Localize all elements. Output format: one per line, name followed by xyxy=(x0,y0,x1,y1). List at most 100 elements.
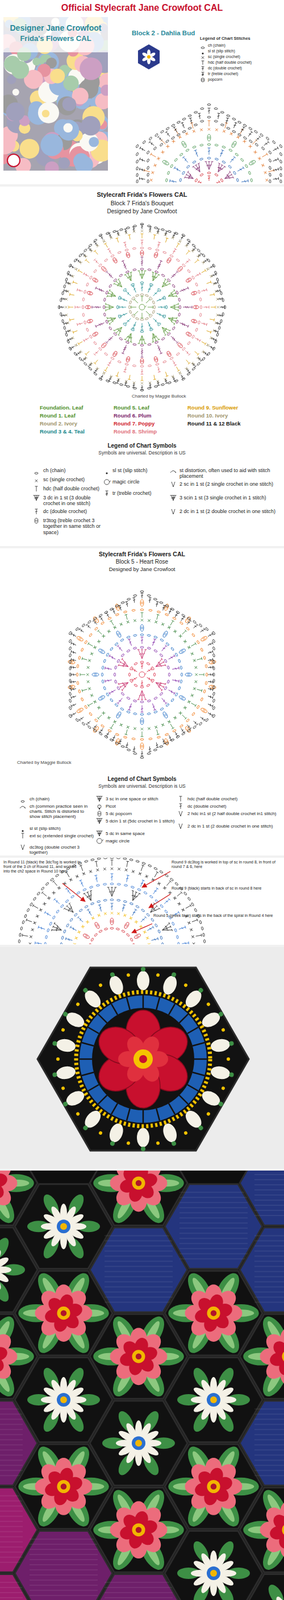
crochet-chart xyxy=(226,126,231,130)
crochet-chart xyxy=(85,351,90,354)
crochet-chart xyxy=(274,214,277,217)
crochet-chart xyxy=(149,327,154,331)
crochet-chart xyxy=(133,309,140,316)
crochet-chart xyxy=(160,241,165,245)
crochet-chart xyxy=(152,299,156,304)
crochet-chart xyxy=(195,282,199,287)
crochet-chart xyxy=(174,248,177,250)
crochet-chart xyxy=(253,220,257,225)
crochet-chart xyxy=(232,170,237,175)
crochet-chart xyxy=(135,227,140,232)
crochet-chart xyxy=(117,371,119,377)
crochet-chart xyxy=(154,237,158,242)
crochet-chart xyxy=(149,186,152,189)
crochet-chart xyxy=(233,247,236,253)
crochet-chart xyxy=(207,261,211,267)
crochet-chart xyxy=(220,261,224,265)
crochet-chart xyxy=(190,318,198,323)
crochet-chart xyxy=(180,140,187,148)
crochet-chart xyxy=(151,153,157,157)
crochet-chart xyxy=(185,148,190,152)
crochet-chart xyxy=(201,268,207,274)
crochet-chart xyxy=(132,343,137,346)
crochet-chart xyxy=(127,374,132,380)
crochet-chart xyxy=(279,152,283,157)
crochet-chart xyxy=(185,223,190,227)
crochet-chart xyxy=(177,242,180,245)
crochet-chart xyxy=(188,126,192,130)
crochet-chart xyxy=(280,179,283,183)
crochet-chart xyxy=(92,305,102,309)
crochet-chart xyxy=(171,139,175,143)
crochet-chart xyxy=(197,320,200,325)
crochet-chart xyxy=(165,130,171,137)
crochet-chart xyxy=(128,357,129,361)
crochet-chart xyxy=(224,122,227,129)
crochet-chart xyxy=(200,119,204,123)
crochet-chart xyxy=(200,265,204,268)
crochet-chart xyxy=(161,336,166,341)
crochet-chart xyxy=(198,258,201,260)
crochet-chart xyxy=(163,295,166,300)
crochet-chart xyxy=(253,220,257,225)
crochet-chart xyxy=(181,170,186,175)
crochet-chart xyxy=(132,364,136,367)
crochet-chart xyxy=(220,110,224,114)
crochet-chart xyxy=(132,268,137,271)
crochet-chart xyxy=(257,156,262,161)
crochet-chart xyxy=(191,334,195,339)
crochet-chart xyxy=(269,191,272,196)
crochet-chart xyxy=(244,164,249,169)
crochet-chart xyxy=(261,163,265,167)
crochet-chart xyxy=(156,365,161,373)
crochet-chart xyxy=(206,328,212,333)
crochet-chart xyxy=(153,234,157,236)
crochet-chart xyxy=(100,288,103,292)
crochet-chart xyxy=(259,237,262,240)
crochet-chart xyxy=(199,297,202,301)
crochet-chart xyxy=(113,277,125,290)
crochet-chart xyxy=(140,284,144,291)
crochet-chart xyxy=(230,140,237,148)
crochet-chart xyxy=(280,179,283,183)
crochet-chart xyxy=(156,296,164,302)
crochet-chart xyxy=(215,243,219,247)
crochet-chart xyxy=(259,237,263,242)
crochet-chart xyxy=(204,161,213,170)
crochet-chart xyxy=(127,357,128,361)
crochet-chart xyxy=(248,178,249,182)
crochet-chart xyxy=(94,359,98,363)
crochet-chart xyxy=(272,231,276,236)
crochet-chart xyxy=(248,227,253,231)
crochet-chart xyxy=(149,178,153,182)
crochet-chart xyxy=(153,251,158,258)
crochet-chart xyxy=(267,140,270,144)
crochet-chart xyxy=(105,319,109,324)
crochet-chart xyxy=(93,280,96,282)
crochet-chart xyxy=(199,272,202,275)
crochet-chart xyxy=(144,309,151,316)
crochet-chart xyxy=(111,349,118,357)
crochet-chart xyxy=(209,292,215,296)
crochet-chart xyxy=(132,247,136,250)
crochet-chart xyxy=(236,236,240,240)
crochet-chart xyxy=(93,340,97,345)
crochet-chart xyxy=(169,253,174,258)
crochet-chart xyxy=(172,283,176,288)
crochet-chart xyxy=(193,305,199,309)
crochet-chart xyxy=(197,320,200,325)
crochet-chart xyxy=(192,160,197,164)
crochet-chart xyxy=(160,220,165,225)
crochet-chart xyxy=(83,339,86,342)
crochet-chart xyxy=(273,214,279,217)
crochet-chart xyxy=(154,340,159,344)
crochet-chart xyxy=(149,327,154,331)
crochet-chart xyxy=(185,148,190,152)
crochet-chart xyxy=(146,158,150,163)
crochet-chart xyxy=(118,295,121,300)
crochet-chart xyxy=(155,357,156,361)
crochet-chart xyxy=(193,293,196,294)
crochet-chart xyxy=(207,103,211,106)
crochet-chart xyxy=(135,152,139,157)
crochet-chart xyxy=(197,289,200,294)
